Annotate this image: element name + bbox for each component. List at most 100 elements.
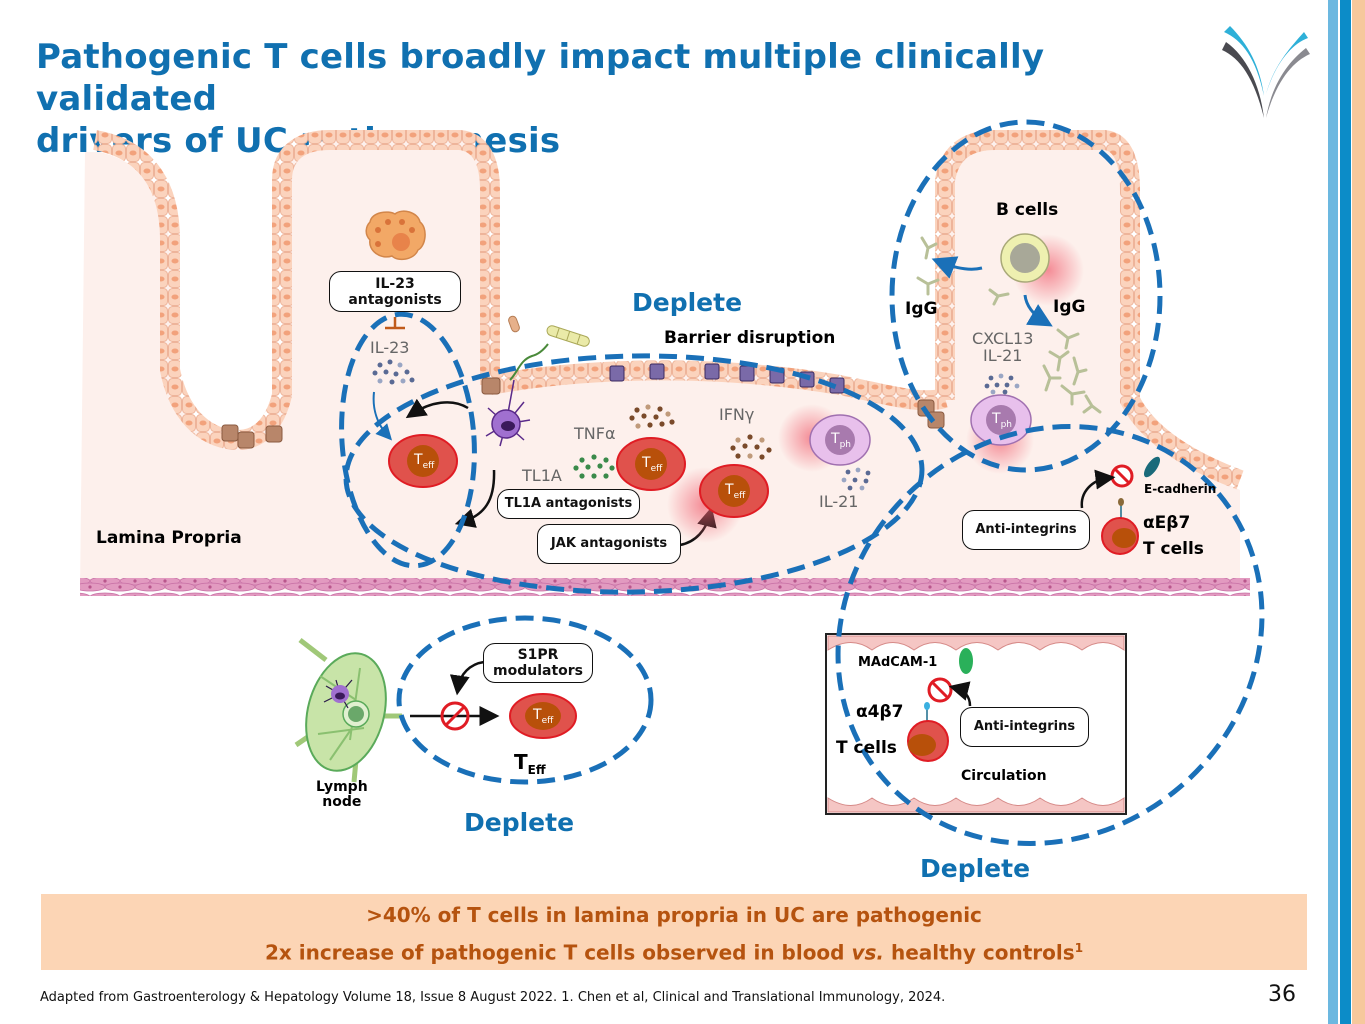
dc-down-arrow [454, 469, 496, 528]
teff-cell-lymph [509, 693, 577, 739]
il21-label-crypt: IL-21 [982, 346, 1023, 365]
deplete-label-right: Deplete [920, 854, 1031, 883]
title-line-1: Pathogenic T cells broadly impact multip… [36, 37, 1045, 119]
teff-label-1: Teff [414, 452, 435, 471]
teff-cell-3 [699, 464, 769, 518]
aeb7-t-cell [1101, 517, 1139, 555]
cxcl13-cytokine-dots [984, 373, 1020, 395]
anti-integrins-label-bottom: Anti-integrins [960, 707, 1089, 747]
anti-integrins-label-top: Anti-integrins [962, 510, 1090, 550]
s1pr-arrow [449, 660, 485, 696]
dendritic-cell-icon [485, 379, 531, 447]
il23-cytokine-dots [372, 359, 415, 385]
tnfa-cytokine-dots [629, 404, 675, 429]
deplete-label-top: Deplete [632, 288, 743, 317]
vessel-endothelium-bottom [827, 797, 1125, 813]
il21-label-lp: IL-21 [819, 492, 859, 511]
lymph-node-label: Lymph node [316, 780, 368, 810]
ifng-cytokine-dots [730, 434, 772, 460]
bacteria-chain-icon [546, 325, 590, 347]
cxcl13-il21-label: CXCL13 IL-21 [972, 330, 1033, 364]
stripe-blue [1340, 0, 1351, 1024]
jak-antagonists-label: JAK antagonists [537, 524, 681, 564]
il23-label: IL-23 [370, 338, 410, 357]
b-cells-label: B cells [996, 200, 1059, 220]
tnfa-label: TNFα [574, 424, 616, 443]
aeb7-label: αEβ7 [1143, 513, 1191, 533]
bacteria-flagellum-icon [509, 343, 549, 381]
a4b7-t-cell [907, 720, 949, 762]
dc-to-teff-arrow [405, 398, 469, 419]
madcam-icon [959, 648, 973, 674]
b-cell-icon [1000, 233, 1050, 283]
igg-label-left: IgG [905, 299, 938, 319]
a4b7-t-cells-label: T cells [836, 738, 897, 758]
prohibited-icon [440, 701, 470, 731]
s1pr-line1: S1PR [517, 647, 559, 663]
il23-antagonists-line1: IL-23 [375, 275, 415, 292]
tph-label-lp: Tph [831, 431, 851, 450]
s1pr-line2: modulators [493, 663, 583, 679]
b-cell-arrow-left [931, 256, 983, 279]
teff-label-2: Teff [642, 455, 663, 474]
e-cadherin-icon [1143, 456, 1161, 478]
lymph-line2: node [322, 794, 362, 810]
a4b7-label: α4β7 [856, 702, 904, 722]
epithelium-villus [330, 130, 500, 385]
disrupted-barrier-cells [609, 363, 845, 394]
tph-cell-lp [809, 414, 871, 466]
lp-deplete-boundary [343, 353, 925, 595]
bacteria-rod-icon [508, 315, 520, 333]
page-number: 36 [1268, 982, 1296, 1007]
circulation-label: Circulation [961, 768, 1047, 784]
crypt-deplete-boundary [889, 119, 1163, 473]
epithelium-right-crypt [935, 130, 1244, 490]
aeb7-t-cells-label: αEβ7 T cells [1143, 510, 1204, 562]
barrier-disruption-label: Barrier disruption [664, 328, 836, 348]
aeb7-t-cells-text: T cells [1143, 539, 1204, 559]
prohibited-icon [1110, 464, 1134, 488]
teff-cell-1 [388, 434, 458, 488]
teff-cell-2 [616, 437, 686, 491]
teff-label-3: Teff [725, 482, 746, 501]
brand-v-logo-icon [1222, 26, 1310, 118]
igg-antibody-icons [916, 236, 1102, 414]
vessel-endothelium-top [827, 635, 1125, 651]
anti-integrin-arrow-top [1080, 469, 1116, 509]
tl1a-label: TL1A [522, 466, 562, 485]
tl1a-cytokine-dots [573, 454, 615, 479]
deplete-label-left: Deplete [464, 808, 575, 837]
lymph-line1: Lymph [316, 779, 368, 795]
depletion-boundaries [339, 119, 1265, 846]
key-stats-banner: >40% of T cells in lamina propria in UC … [41, 894, 1307, 970]
b-cell-arrow-down [1023, 294, 1053, 327]
lymph-node-icon [294, 638, 402, 783]
lymph-deplete-boundary [396, 615, 654, 785]
citation-footnote: Adapted from Gastroenterology & Hepatolo… [40, 990, 946, 1005]
tph-label-crypt: Tph [992, 411, 1012, 430]
prohibited-icon [927, 677, 953, 703]
integrin-deplete-boundary [835, 424, 1265, 846]
macrophage-icon [365, 210, 426, 261]
stripe-peach [1352, 0, 1365, 1024]
igg-label-right: IgG [1053, 297, 1086, 317]
teff-label-lymph: Teff [533, 707, 554, 726]
tl1a-antagonists-label: TL1A antagonists [497, 489, 640, 519]
ifng-label: IFNγ [719, 405, 755, 424]
lamina-propria-label: Lamina Propria [96, 528, 242, 548]
teff-big-label: TEff [514, 750, 546, 777]
il23-deplete-boundary [339, 311, 477, 569]
anti-integrin-arrow-bottom [948, 681, 972, 707]
cxcl13-label: CXCL13 [972, 329, 1034, 348]
banner-line-1: >40% of T cells in lamina propria in UC … [366, 903, 982, 927]
muscularis-layer [80, 578, 1250, 596]
uc-pathogenesis-diagram [80, 119, 1265, 846]
inhibition-bar-icon [385, 317, 405, 330]
il23-antagonists-line2: antagonists [348, 291, 442, 308]
stripe-light-blue [1328, 0, 1338, 1024]
e-cadherin-label: E-cadherin [1144, 482, 1217, 496]
il21-cytokine-dots-lp [841, 467, 871, 491]
madcam-label: MAdCAM-1 [858, 655, 938, 670]
